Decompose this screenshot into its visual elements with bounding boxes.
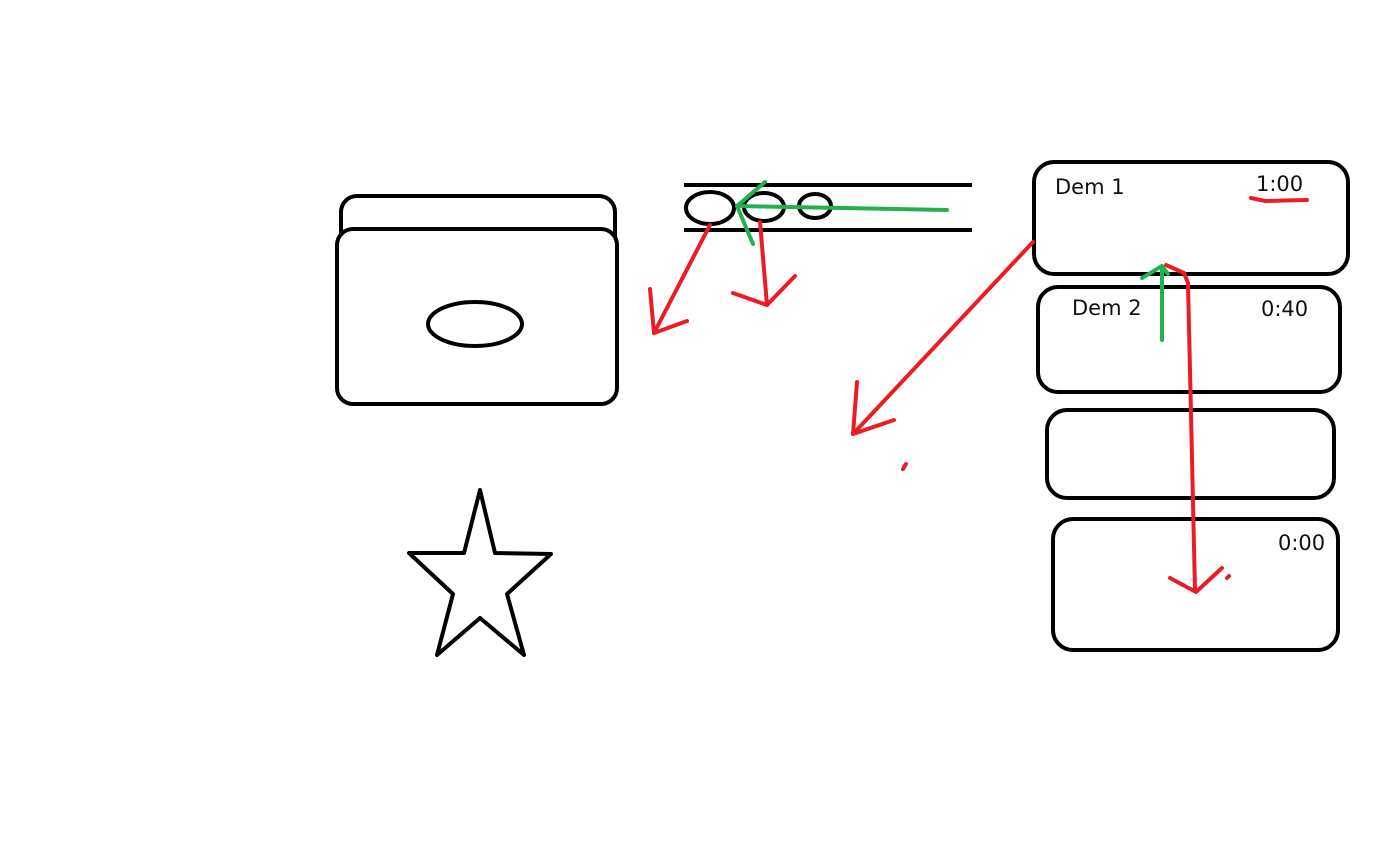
window-front[interactable] — [335, 227, 619, 406]
red-arrow-3-head — [851, 380, 896, 436]
red-arrow-2-head — [731, 274, 797, 307]
star-icon[interactable] — [407, 488, 553, 657]
card-4-time: 0:00 — [1278, 531, 1325, 555]
carousel-dot-1[interactable] — [684, 190, 736, 226]
red-arrow-1 — [652, 223, 712, 335]
card-2-label: Dem 2 — [1072, 296, 1142, 320]
card-1-time: 1:00 — [1256, 172, 1303, 196]
red-arrow-3 — [851, 240, 1035, 436]
green-arrow-1 — [735, 204, 949, 212]
green-arrows — [735, 180, 1170, 342]
card-1[interactable] — [1032, 160, 1350, 276]
red-arrows — [648, 220, 1231, 594]
green-arrow-2-head — [1140, 264, 1170, 280]
window-stack-icon — [335, 194, 619, 406]
red-dot-1 — [901, 462, 908, 471]
card-1-label: Dem 1 — [1055, 175, 1125, 199]
red-arrow-4-head — [1168, 566, 1224, 594]
window-oval — [426, 300, 524, 348]
red-dot-2 — [1225, 574, 1231, 580]
card-2-time: 0:40 — [1261, 297, 1308, 321]
red-arrow-4 — [1164, 263, 1197, 592]
time-underline — [1249, 196, 1309, 204]
green-arrow-1-head — [735, 180, 767, 246]
red-arrow-2 — [758, 220, 769, 307]
card-4[interactable] — [1051, 517, 1340, 652]
red-arrow-1-head — [648, 287, 689, 335]
